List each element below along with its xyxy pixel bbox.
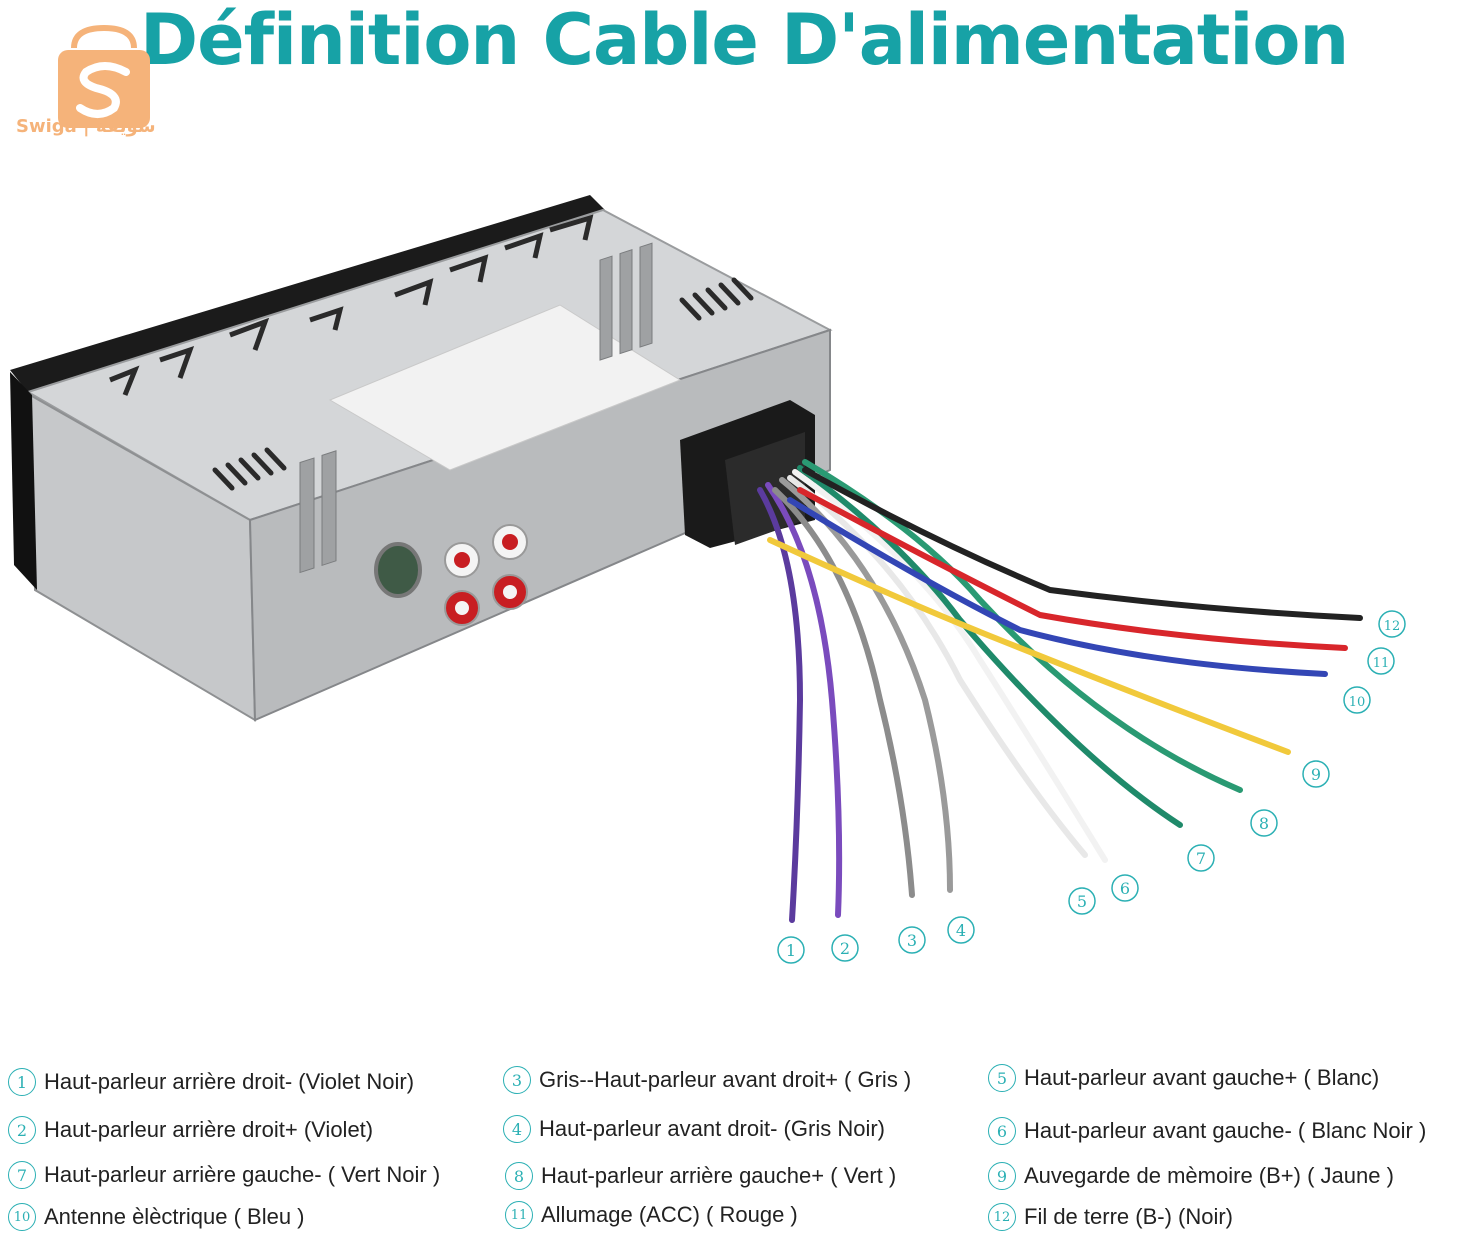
legend-item: 6 Haut-parleur avant gauche- ( Blanc Noi… — [988, 1117, 1426, 1145]
legend-item: 4 Haut-parleur avant droit- (Gris Noir) — [503, 1115, 885, 1143]
legend-badge: 10 — [8, 1203, 36, 1231]
legend-badge: 4 — [503, 1115, 531, 1143]
legend-text: Antenne èlèctrique ( Bleu ) — [44, 1204, 305, 1229]
svg-text:8: 8 — [1259, 814, 1269, 833]
wire-4 — [779, 477, 953, 893]
svg-text:1: 1 — [786, 941, 796, 960]
wire-number-3: 3 — [898, 926, 926, 954]
legend-text: Haut-parleur arrière gauche- ( Vert Noir… — [44, 1162, 441, 1187]
legend-item: 8 Haut-parleur arrière gauche+ ( Vert ) — [505, 1162, 896, 1190]
wire-number-2: 2 — [831, 934, 859, 962]
legend-badge: 8 — [505, 1162, 533, 1190]
wire-number-11: 11 — [1367, 647, 1395, 675]
svg-text:4: 4 — [956, 921, 966, 940]
wire-number-8: 8 — [1250, 809, 1278, 837]
legend-item: 9 Auvegarde de mèmoire (B+) ( Jaune ) — [988, 1162, 1394, 1190]
wire-5 — [787, 475, 1088, 858]
legend-item: 5 Haut-parleur avant gauche+ ( Blanc) — [988, 1064, 1379, 1092]
legend-item: 10 Antenne èlèctrique ( Bleu ) — [8, 1203, 305, 1231]
legend-item: 1 Haut-parleur arrière droit- (Violet No… — [8, 1068, 414, 1096]
legend-item: 2 Haut-parleur arrière droit+ (Violet) — [8, 1116, 373, 1144]
legend-text: Haut-parleur avant gauche+ ( Blanc) — [1024, 1065, 1380, 1090]
wire-12 — [802, 467, 1363, 621]
wire-3 — [772, 487, 915, 898]
wire-number-12: 12 — [1378, 610, 1406, 638]
wire-bundle — [757, 459, 1363, 923]
wire-number-10: 10 — [1343, 686, 1371, 714]
car-radio-unit — [10, 195, 833, 722]
page-title: Définition Cable D'alimentation — [140, 0, 1349, 81]
legend-badge: 7 — [8, 1161, 36, 1189]
legend-text: Haut-parleur arrière droit- (Violet Noir… — [44, 1069, 415, 1094]
legend-text: Haut-parleur avant gauche- ( Blanc Noir … — [1024, 1118, 1427, 1143]
wire-9 — [767, 537, 1291, 755]
wire-number-5: 5 — [1068, 887, 1096, 915]
legend-text: Haut-parleur avant droit- (Gris Noir) — [539, 1116, 885, 1141]
legend-text: Haut-parleur arrière gauche+ ( Vert ) — [541, 1163, 897, 1188]
wire-number-4: 4 — [947, 916, 975, 944]
legend-badge: 3 — [503, 1066, 531, 1094]
legend-text: Auvegarde de mèmoire (B+) ( Jaune ) — [1024, 1163, 1394, 1188]
legend-text: Fil de terre (B-) (Noir) — [1024, 1204, 1234, 1229]
wire-1 — [757, 487, 804, 923]
wire-number-9: 9 — [1302, 760, 1330, 788]
legend-text: Haut-parleur arrière droit+ (Violet) — [44, 1117, 374, 1142]
car-radio-wiring-diagram: 1 2 3 4 5 6 7 8 9 10 11 12 — [10, 195, 1406, 964]
swiga-logo-icon — [58, 24, 150, 128]
legend-item: 11 Allumage (ACC) ( Rouge ) — [505, 1201, 798, 1229]
wire-number-7: 7 — [1187, 844, 1215, 872]
legend-item: 12 Fil de terre (B-) (Noir) — [988, 1203, 1233, 1231]
svg-text:9: 9 — [1311, 765, 1321, 784]
legend-text: Allumage (ACC) ( Rouge ) — [541, 1202, 798, 1227]
legend-badge: 12 — [988, 1203, 1016, 1231]
legend-badge: 11 — [505, 1201, 533, 1229]
svg-text:10: 10 — [1349, 695, 1366, 710]
svg-text:3: 3 — [907, 931, 917, 950]
svg-text:12: 12 — [1384, 619, 1401, 634]
legend-badge: 9 — [988, 1162, 1016, 1190]
svg-text:6: 6 — [1120, 879, 1130, 898]
legend-item: 3 Gris--Haut-parleur avant droit+ ( Gris… — [503, 1066, 911, 1094]
legend-badge: 6 — [988, 1117, 1016, 1145]
wire-11 — [797, 487, 1348, 651]
wire-number-1: 1 — [777, 936, 805, 964]
legend-badge: 1 — [8, 1068, 36, 1096]
legend-badge: 2 — [8, 1116, 36, 1144]
wire-2 — [765, 482, 843, 918]
wire-10 — [787, 497, 1328, 677]
legend-text: Gris--Haut-parleur avant droit+ ( Gris ) — [539, 1067, 912, 1092]
wire-8 — [802, 459, 1243, 793]
logo-text: Swiga | سويقة — [16, 116, 156, 137]
svg-text:11: 11 — [1373, 656, 1390, 671]
legend-badge: 5 — [988, 1064, 1016, 1092]
wire-number-6: 6 — [1111, 874, 1139, 902]
svg-text:2: 2 — [840, 939, 850, 958]
svg-text:7: 7 — [1196, 849, 1206, 868]
legend-item: 7 Haut-parleur arrière gauche- ( Vert No… — [8, 1161, 440, 1189]
svg-text:5: 5 — [1077, 892, 1087, 911]
wire-number-badges: 1 2 3 4 5 6 7 8 9 10 11 12 — [777, 610, 1406, 964]
